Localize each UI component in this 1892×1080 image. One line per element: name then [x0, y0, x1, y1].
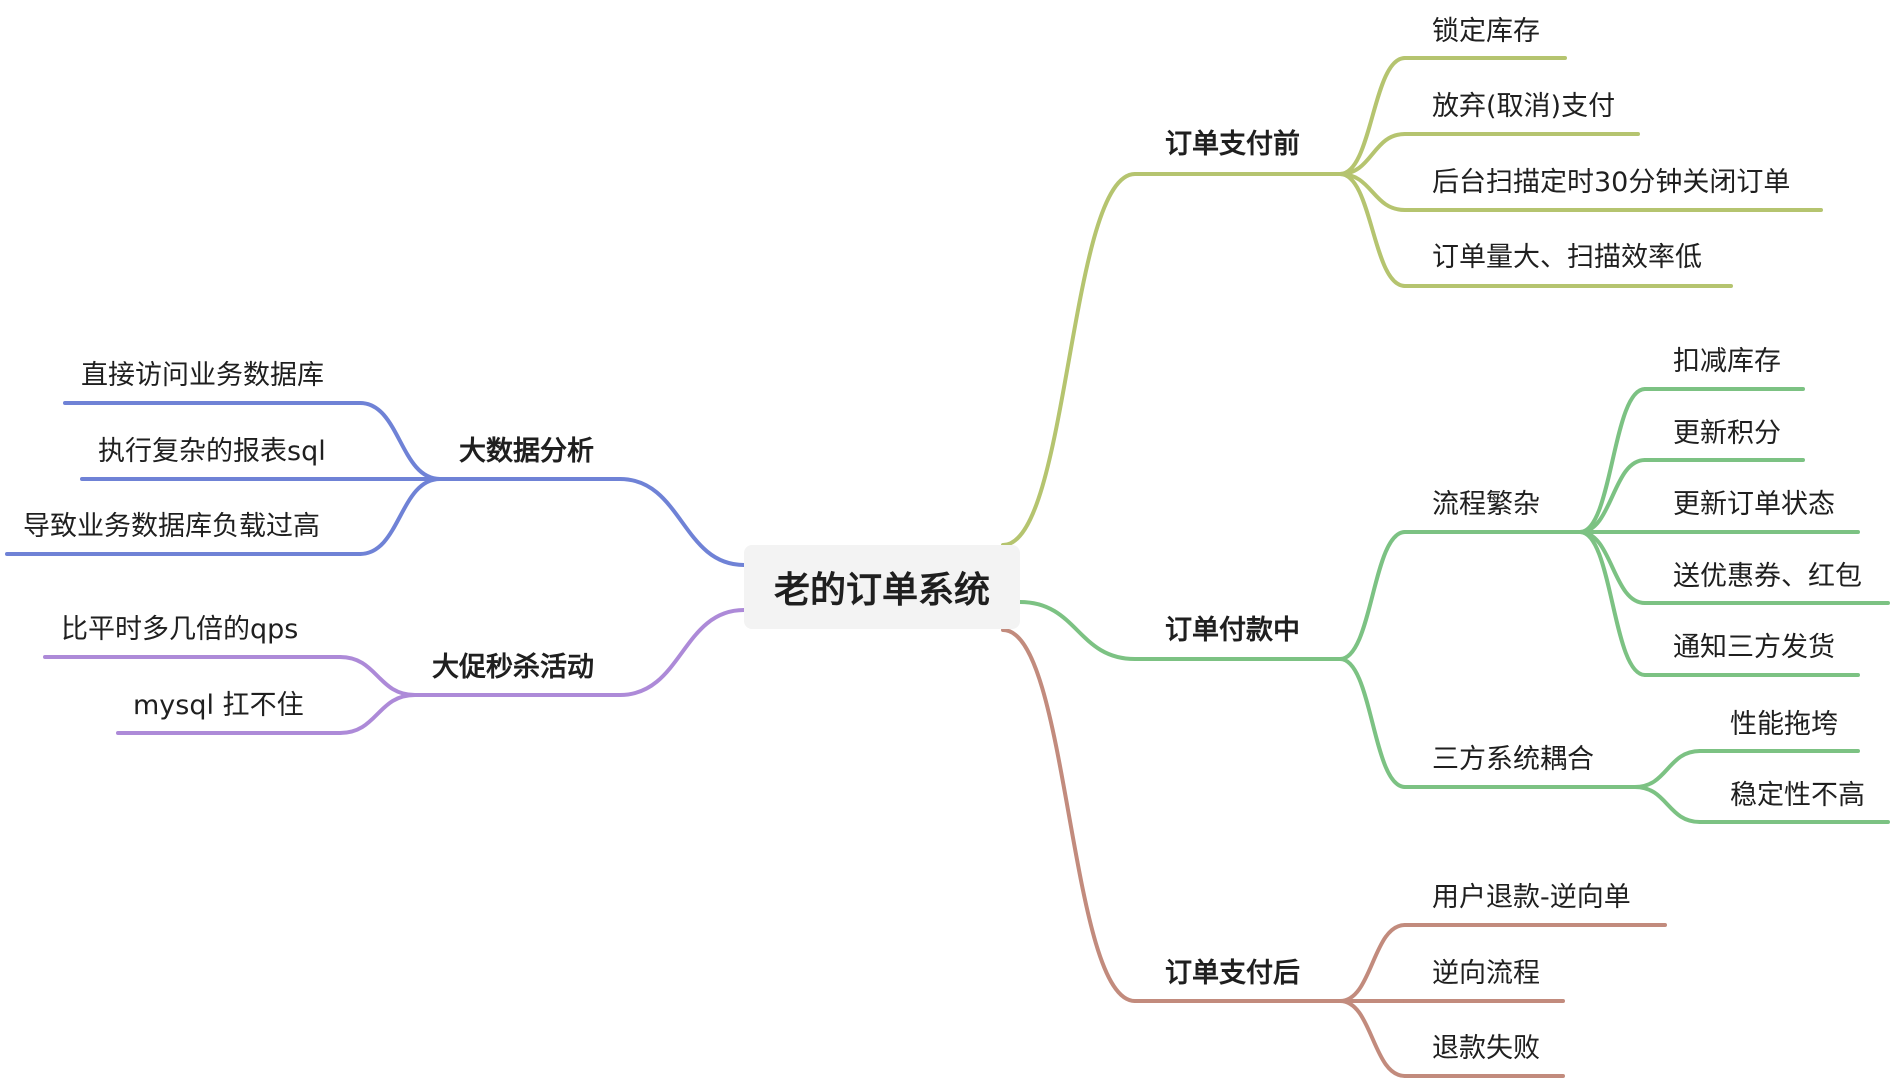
edge-root-during [1018, 600, 1137, 661]
edge-after-leaf-0 [1338, 923, 1407, 1003]
edge-after-leaf-2 [1338, 999, 1407, 1078]
edge-before-leaf-3 [1338, 172, 1407, 288]
leaf-multiple-qps[interactable]: 比平时多几倍的qps [61, 614, 299, 645]
edge-flow-leaf-0 [1578, 387, 1647, 534]
edge-root-after [1001, 628, 1137, 1003]
leaf-low-stability[interactable]: 稳定性不高 [1730, 780, 1865, 811]
edge-coupling-leaf-1 [1633, 785, 1702, 824]
leaf-deduct-inventory[interactable]: 扣减库存 [1673, 346, 1781, 377]
branch-during-payment[interactable]: 订单付款中 [1165, 615, 1300, 646]
subbranch-complex-flow[interactable]: 流程繁杂 [1432, 489, 1540, 520]
edge-flow-leaf-3 [1578, 530, 1647, 605]
leaf-mysql-overload[interactable]: mysql 扛不住 [133, 690, 304, 721]
edge-bigdata-leaf-0 [358, 401, 442, 481]
edge-during-coupling [1338, 657, 1407, 789]
edge-promo-leaf-0 [338, 655, 417, 697]
leaf-performance-drag[interactable]: 性能拖垮 [1730, 709, 1838, 740]
edge-before-leaf-0 [1338, 56, 1407, 176]
edge-bigdata-leaf-2 [358, 477, 442, 556]
leaf-cancel-payment[interactable]: 放弃(取消)支付 [1432, 91, 1616, 122]
subbranch-coupling[interactable]: 三方系统耦合 [1432, 744, 1594, 775]
leaf-update-points[interactable]: 更新积分 [1673, 418, 1781, 449]
root-node[interactable] [744, 545, 1020, 629]
leaf-update-order-status[interactable]: 更新订单状态 [1673, 489, 1835, 520]
branch-promotion[interactable]: 大促秒杀活动 [432, 652, 594, 683]
leaf-notify-shipping[interactable]: 通知三方发货 [1673, 632, 1835, 663]
leaf-lock-inventory[interactable]: 锁定库存 [1432, 16, 1540, 47]
branch-after-payment[interactable]: 订单支付后 [1165, 958, 1300, 989]
leaf-send-coupons[interactable]: 送优惠券、红包 [1673, 561, 1862, 592]
edge-before-leaf-1 [1338, 132, 1407, 176]
edge-root-bigdata [618, 477, 746, 567]
leaf-refund-reverse-order[interactable]: 用户退款-逆向单 [1432, 882, 1631, 913]
leaf-direct-db-access[interactable]: 直接访问业务数据库 [81, 360, 324, 391]
edge-root-promo [618, 608, 746, 697]
edge-flow-leaf-1 [1578, 458, 1647, 534]
branch-before-payment[interactable]: 订单支付前 [1165, 129, 1300, 160]
edge-during-flow [1338, 530, 1407, 661]
leaf-refund-failed[interactable]: 退款失败 [1432, 1033, 1540, 1064]
edge-promo-leaf-1 [338, 693, 417, 735]
branch-big-data[interactable]: 大数据分析 [459, 436, 594, 467]
leaf-scan-low-efficiency[interactable]: 订单量大、扫描效率低 [1432, 242, 1702, 273]
leaf-complex-report-sql[interactable]: 执行复杂的报表sql [98, 436, 326, 467]
leaf-scan-close-order[interactable]: 后台扫描定时30分钟关闭订单 [1432, 167, 1791, 198]
edge-root-before [1001, 172, 1137, 547]
leaf-db-overload[interactable]: 导致业务数据库负载过高 [23, 511, 320, 542]
edge-coupling-leaf-0 [1633, 749, 1702, 789]
edge-flow-leaf-4 [1578, 530, 1647, 677]
leaf-reverse-flow[interactable]: 逆向流程 [1432, 958, 1540, 989]
root-node-label: 老的订单系统 [773, 570, 990, 611]
